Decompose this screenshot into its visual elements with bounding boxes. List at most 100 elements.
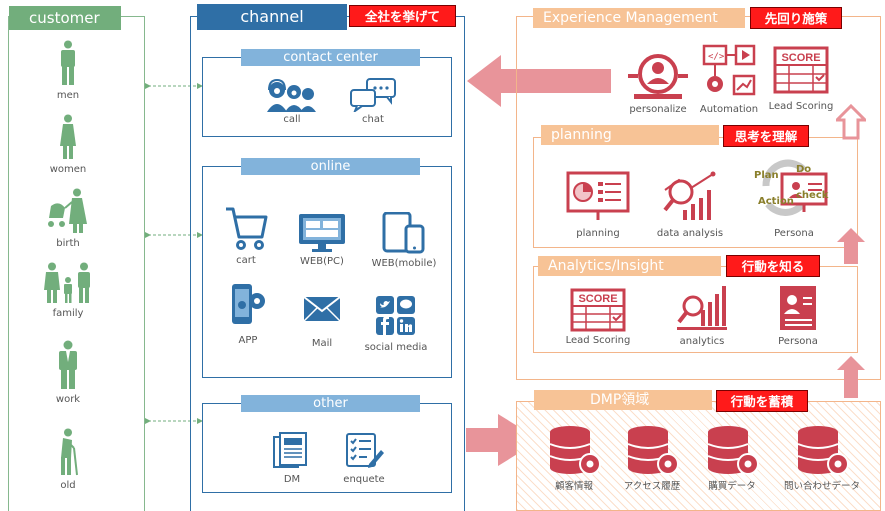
channel-item-label: WEB(PC): [300, 256, 344, 267]
pdca-action-label: Action: [758, 196, 794, 207]
person-label: men: [56, 90, 80, 101]
presentation-board-icon: [566, 171, 630, 220]
em-item-label: personalize: [629, 104, 687, 115]
up-arrow-analytics: [837, 228, 865, 264]
dmp-item-inquiry-data: 問い合わせデータ: [772, 424, 872, 492]
mother-with-stroller-icon: [48, 188, 87, 233]
score-sheet-word: SCORE: [578, 293, 617, 305]
dmp-item-label: 購買データ: [708, 481, 756, 492]
up-arrow-dmp: [837, 356, 865, 398]
elderly-with-cane-icon: [61, 428, 78, 476]
personalize-target-icon: [628, 54, 688, 99]
automation-flow-icon: </>: [702, 44, 756, 96]
planning-item-label: Persona: [774, 228, 814, 239]
channel-item-label: social media: [364, 342, 428, 353]
database-gear-icon: [627, 426, 679, 475]
dmp-item-access-history: アクセス履歴: [614, 424, 690, 492]
channel-item-social-media: social media: [360, 294, 432, 353]
customer-header: customer: [9, 6, 121, 30]
person-old: old: [36, 428, 100, 491]
call-center-icon: [267, 78, 316, 112]
score-sheet-word: SCORE: [781, 52, 820, 64]
pdca-do-label: Do: [796, 164, 812, 175]
channel-item-web-mobile: WEB(mobile): [366, 212, 442, 269]
analytics-title: Analytics/Insight: [538, 256, 721, 276]
online-title: online: [241, 158, 420, 175]
channel-item-app: APP: [218, 283, 278, 346]
channel-item-call: call: [262, 78, 322, 125]
planning-title: planning: [541, 125, 719, 145]
channel-item-label: chat: [362, 114, 384, 125]
person-birth: birth: [36, 188, 100, 249]
channel-item-label: DM: [283, 474, 301, 485]
dmp-item-label: 顧客情報: [554, 481, 593, 492]
customer-channel-connectors: [145, 83, 203, 424]
other-title: other: [241, 395, 420, 412]
feedback-arrow: [467, 55, 611, 107]
dmp-item-purchase-data: 購買データ: [694, 424, 770, 492]
score-sheet-icon: SCORE: [570, 288, 626, 332]
contact-center-box: [202, 57, 452, 137]
channel-item-label: enquete: [343, 474, 385, 485]
channel-item-label: cart: [236, 255, 256, 266]
channel-item-label: Mail: [311, 338, 333, 349]
channel-item-label: call: [283, 114, 301, 125]
channel-item-mail: Mail: [292, 296, 352, 349]
shopping-cart-icon: [226, 207, 268, 250]
planning-item-data-analysis: data analysis: [652, 170, 728, 239]
survey-checklist-icon: [346, 433, 384, 468]
score-sheet-icon: SCORE: [773, 46, 829, 94]
person-family: family: [36, 262, 100, 319]
businessman-icon: [59, 340, 77, 389]
person-label: old: [60, 480, 76, 491]
em-item-personalize: personalize: [622, 50, 694, 115]
analytics-item-persona: Persona: [762, 284, 834, 347]
analytics-tag: 行動を知る: [726, 255, 820, 277]
man-icon: [61, 40, 75, 85]
person-work: work: [36, 340, 100, 405]
social-media-icons: [376, 296, 415, 335]
person-label: birth: [56, 238, 80, 249]
analytics-item-label: analytics: [679, 336, 725, 347]
desktop-monitor-icon: [299, 214, 345, 252]
channel-item-dm: DM: [262, 432, 322, 485]
analytics-chart-magnifier-icon: [677, 286, 727, 330]
other-box: [202, 403, 452, 493]
accumulate-arrow: [466, 414, 540, 466]
database-gear-icon: [797, 426, 849, 475]
channel-item-enquete: enquete: [334, 432, 394, 485]
channel-item-label: WEB(mobile): [371, 258, 437, 269]
up-arrow-planning: [836, 104, 866, 140]
person-women: women: [36, 114, 100, 175]
dmp-item-customer-info: 顧客情報: [536, 424, 612, 492]
persona-profile-card-icon: [780, 286, 816, 330]
svg-text:</>: </>: [708, 52, 725, 62]
pdca-check-label: check: [796, 190, 829, 201]
direct-mail-document-icon: [273, 432, 307, 468]
em-item-lead-scoring: SCORE Lead Scoring: [763, 46, 839, 112]
person-label: work: [55, 394, 81, 405]
database-gear-icon: [707, 426, 759, 475]
contact-center-title: contact center: [241, 49, 420, 66]
channel-item-web-pc: WEB(PC): [287, 212, 357, 267]
pdca-cycle-persona-icon: [762, 159, 828, 216]
person-label: women: [49, 164, 87, 175]
analytics-item-lead-scoring: SCORE Lead Scoring: [558, 288, 638, 346]
channel-tag: 全社を挙げて: [349, 5, 456, 27]
planning-item-planning: planning: [562, 170, 634, 239]
em-item-automation: </> Automation: [694, 44, 764, 115]
planning-item-persona: Plan Do check Action Persona: [744, 152, 834, 242]
dmp-item-label: アクセス履歴: [623, 481, 681, 492]
woman-icon: [60, 114, 76, 159]
planning-tag: 思考を理解: [723, 125, 809, 147]
em-item-label: Lead Scoring: [768, 101, 834, 112]
family-icon: [44, 262, 90, 303]
person-label: family: [52, 308, 84, 319]
person-men: men: [36, 40, 100, 101]
analytics-item-analytics: analytics: [664, 284, 740, 347]
analytics-item-label: Persona: [778, 336, 818, 347]
dmp-tag: 行動を蓄積: [716, 390, 808, 412]
channel-item-label: APP: [238, 335, 258, 346]
data-analysis-magnifier-icon: [663, 171, 716, 220]
planning-item-label: planning: [576, 228, 620, 239]
